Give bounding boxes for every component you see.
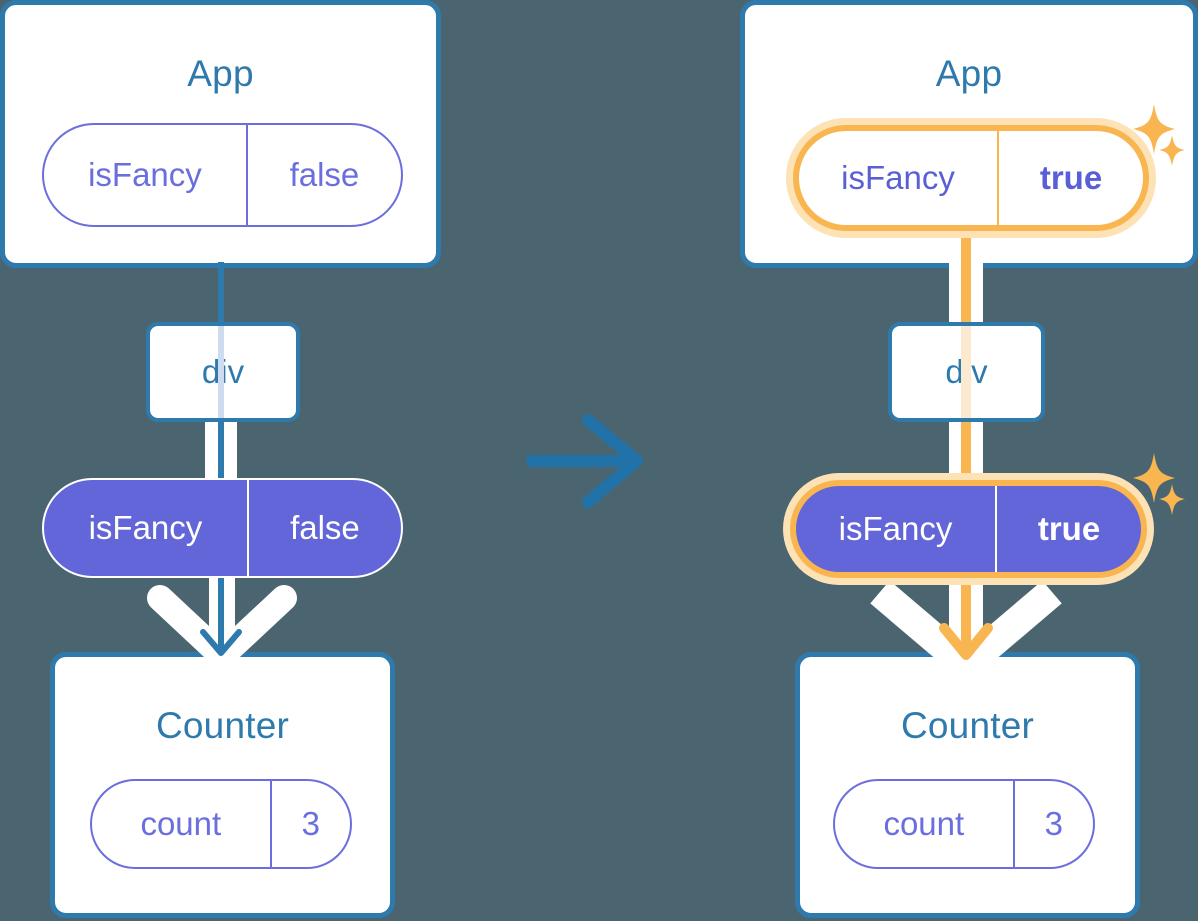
- app-title-before: App: [187, 53, 254, 94]
- prop-arrow-outline-after: [870, 570, 1062, 672]
- counter-state-pill-before: count 3: [90, 779, 352, 869]
- connector-app-to-div-after: [961, 220, 971, 328]
- app-state-pill-after: isFancy true: [793, 125, 1149, 231]
- state-thread-in-div-after: [961, 326, 971, 418]
- counter-state-key-after: count: [835, 781, 1015, 867]
- prop-arrow-outline-before: [147, 570, 297, 668]
- prop-pill-before: isFancy false: [42, 478, 403, 578]
- app-state-value-before: false: [289, 156, 360, 193]
- prop-key-before: isFancy: [44, 480, 249, 576]
- state-thread-in-div-before: [218, 326, 224, 418]
- connector-div-to-prop-after: [961, 418, 971, 490]
- arrow-right-icon: [526, 414, 643, 508]
- app-state-pill-before: isFancy false: [42, 123, 403, 227]
- app-state-key-after: isFancy: [799, 131, 999, 225]
- counter-state-key-before: count: [92, 781, 272, 867]
- counter-title-before: Counter: [155, 705, 290, 746]
- prop-key-after: isFancy: [796, 486, 997, 572]
- counter-state-value-before: 3: [301, 805, 320, 842]
- counter-state-value-after: 3: [1044, 805, 1063, 842]
- app-state-value-after: true: [1039, 159, 1103, 196]
- prop-value-before: false: [290, 509, 360, 546]
- prop-arrow-before: [200, 570, 242, 656]
- prop-value-after: true: [1037, 510, 1101, 547]
- counter-state-pill-after: count 3: [833, 779, 1095, 869]
- prop-pill-after: isFancy true: [790, 480, 1147, 578]
- connector-app-to-div-before: [218, 262, 224, 324]
- app-title-after: App: [935, 53, 1003, 94]
- prop-arrow-after: [939, 570, 993, 660]
- counter-title-after: Counter: [900, 705, 1035, 746]
- connector-div-to-prop-before: [218, 418, 224, 490]
- app-state-key-before: isFancy: [44, 125, 248, 225]
